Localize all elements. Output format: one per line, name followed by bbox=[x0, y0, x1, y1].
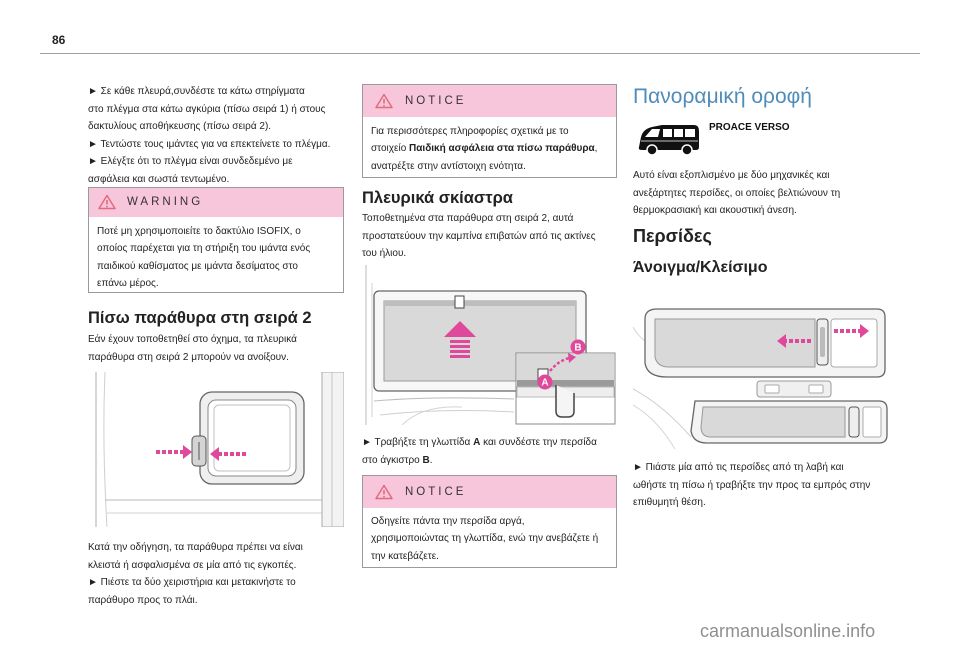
text-line: Ποτέ μη χρησιμοποιείτε το δακτύλιο ISOFI… bbox=[97, 226, 301, 237]
section-title-blinds: Περσίδες bbox=[633, 226, 712, 246]
arrow-right-icon bbox=[834, 324, 869, 338]
text-segment: . bbox=[429, 454, 433, 466]
model-name: PROACE VERSO bbox=[709, 122, 790, 133]
warning-label: WARNING bbox=[127, 196, 204, 208]
warning-text: Ποτέ μη χρησιμοποιείτε το δακτύλιο ISOFI… bbox=[97, 223, 310, 293]
text-line: στοιχείο Παιδική ασφάλεια στα πίσω παράθ… bbox=[371, 140, 597, 157]
text-segment: στοιχείο bbox=[371, 143, 410, 155]
notice-box-top: NOTICE Για περισσότερες πληροφορίες σχετ… bbox=[362, 84, 617, 178]
label-a-marker: A bbox=[537, 374, 553, 390]
text-line: ► Πιάστε μία από τις περσίδες από τη λαβ… bbox=[633, 462, 844, 473]
panoramic-roof-intro: Αυτό είναι εξοπλισμένο με δύο μηχανικές … bbox=[633, 167, 840, 220]
side-shades-intro: Τοποθετημένα στα παράθυρα στη σειρά 2, α… bbox=[362, 210, 596, 263]
notice-box-header: NOTICE bbox=[363, 85, 616, 117]
text-line: την κατεβάζετε. bbox=[371, 550, 439, 562]
notice-label: NOTICE bbox=[405, 486, 467, 498]
roof-blinds-instructions: ► Πιάστε μία από τις περσίδες από τη λαβ… bbox=[633, 459, 870, 512]
label-a: A bbox=[541, 378, 548, 389]
warning-triangle-icon bbox=[98, 194, 116, 215]
text-segment: , bbox=[594, 143, 598, 155]
label-b-marker: B bbox=[570, 339, 586, 355]
ceiling-console bbox=[756, 380, 832, 398]
text-line: παράθυρα στη σειρά 2 μπορούν να ανοίξουν… bbox=[88, 351, 289, 363]
vehicle-interior-lines bbox=[365, 265, 515, 426]
text-line: ► Σε κάθε πλευρά,συνδέστε τα κάτω στηρίγ… bbox=[88, 86, 305, 97]
section-title-rear-windows: Πίσω παράθυρα στη σειρά 2 bbox=[88, 309, 312, 327]
text-line: επάνω μέρος. bbox=[97, 278, 159, 290]
vehicle-body-lines bbox=[95, 371, 345, 528]
notice-box-bottom: NOTICE Οδηγείτε πάντα την περσίδα αργά, χ… bbox=[362, 475, 617, 568]
arrow-up-icon bbox=[444, 321, 476, 358]
watermark: carmanualsonline.info bbox=[700, 621, 876, 641]
front-roof-window bbox=[644, 308, 886, 378]
text-line: παιδικού καθίσματος με ιμάντα δεσίματος … bbox=[97, 260, 298, 272]
warning-box: WARNING Ποτέ μη χρησιμοποιείτε το δακτύλ… bbox=[88, 187, 344, 293]
text-line: ► Πιέστε τα δύο χειριστήρια και μετακινή… bbox=[88, 577, 296, 588]
text-line: προστατεύουν την καμπίνα επιβατών από τι… bbox=[362, 230, 596, 242]
warning-box-header: WARNING bbox=[89, 188, 343, 217]
text-line: ανεξάρτητες περσίδες, οι οποίες βελτιώνο… bbox=[633, 187, 841, 199]
bold-term: Παιδική ασφάλεια στα πίσω παράθυρα bbox=[409, 143, 595, 155]
rear-windows-intro: Εάν έχουν τοποθετηθεί στο όχημα, τα πλευ… bbox=[88, 331, 297, 366]
text-line: του ήλιου. bbox=[362, 248, 407, 259]
text-segment: στο άγκιστρο bbox=[362, 454, 423, 466]
text-line: Κατά την οδήγηση, τα παράθυρα πρέπει να … bbox=[88, 542, 303, 553]
section-title-side-shades: Πλευρικά σκίαστρα bbox=[362, 189, 513, 207]
text-line: ωθήστε τη πίσω ή τραβήξτε την προς τα εμ… bbox=[633, 479, 871, 491]
rear-roof-window bbox=[690, 400, 888, 444]
warning-triangle-icon bbox=[375, 484, 393, 505]
text-line: Οδηγείτε πάντα την περσίδα αργά, bbox=[371, 516, 525, 527]
rear-window-illustration bbox=[88, 371, 345, 528]
text-line: ανατρέξτε στην αντίστοιχη ενότητα. bbox=[371, 160, 526, 172]
side-shade-illustration: A B bbox=[362, 265, 616, 426]
text-segment: ► Τραβήξτε τη γλωττίδα bbox=[362, 437, 474, 448]
page-number: 86 bbox=[52, 33, 66, 47]
text-segment: και συνδέστε την περσίδα bbox=[480, 437, 597, 448]
side-shades-instructions: ► Τραβήξτε τη γλωττίδα A και συνδέστε τη… bbox=[362, 434, 597, 469]
chapter-title-panoramic-roof: Πανοραμική οροφή bbox=[633, 85, 812, 108]
text-line: στο άγκιστρο B. bbox=[362, 452, 597, 470]
rear-windows-instructions: Κατά την οδήγηση, τα παράθυρα πρέπει να … bbox=[88, 539, 303, 609]
rear-blind-handle bbox=[848, 406, 860, 438]
warning-triangle-icon bbox=[375, 93, 393, 114]
text-line: οποίος παρέχεται για τη στήριξη του ιμάν… bbox=[97, 243, 311, 255]
text-line: θερμοκρασιακή και ακουστική άνεση. bbox=[633, 205, 797, 216]
arrow-right-icon bbox=[156, 445, 192, 459]
window-frame bbox=[199, 391, 305, 485]
text-line: Αυτό είναι εξοπλισμένο με δύο μηχανικές … bbox=[633, 170, 830, 181]
text-line: Εάν έχουν τοποθετηθεί στο όχημα, τα πλευ… bbox=[88, 334, 297, 345]
bold-term: A bbox=[473, 437, 481, 448]
text-line: δακτυλίους αποθήκευσης (πίσω σειρά 2). bbox=[88, 121, 272, 132]
text-line: παράθυρο προς το πλάι. bbox=[88, 594, 198, 606]
text-line: ► Ελέγξτε ότι το πλέγμα είναι συνδεδεμέν… bbox=[88, 156, 293, 167]
notice-box-header: NOTICE bbox=[363, 476, 616, 508]
text-line: κλειστά ή ασφαλισμένα σε μία από τις εγκ… bbox=[88, 559, 297, 571]
front-blind-handle bbox=[816, 318, 829, 366]
text-line: Τοποθετημένα στα παράθυρα στη σειρά 2, α… bbox=[362, 213, 574, 224]
text-line: ► Τεντώστε τους ιμάντες για να επεκτείνε… bbox=[88, 138, 331, 150]
roof-blinds-illustration bbox=[632, 297, 889, 450]
arrow-left-icon bbox=[777, 334, 811, 348]
subsection-title-open-close: Άνοιγμα/Κλείσιμο bbox=[633, 259, 768, 276]
text-line: επιθυμητή θέση. bbox=[633, 497, 706, 508]
bold-term: B bbox=[422, 454, 430, 466]
rear-net-instructions: ► Σε κάθε πλευρά,συνδέστε τα κάτω στηρίγ… bbox=[88, 83, 330, 188]
header-rule bbox=[40, 53, 920, 54]
detail-inset bbox=[515, 352, 616, 425]
arrow-left-icon bbox=[210, 447, 246, 461]
text-line: χρησιμοποιώντας τη γλωττίδα, ενώ την ανε… bbox=[371, 533, 599, 545]
ceiling-lines bbox=[632, 326, 692, 450]
notice-text: Οδηγείτε πάντα την περσίδα αργά, χρησιμοπ… bbox=[371, 513, 598, 565]
text-line: στο πλέγμα στα κάτω αγκύρια (πίσω σειρά … bbox=[88, 103, 326, 115]
text-line: ► Τραβήξτε τη γλωττίδα A και συνδέστε τη… bbox=[362, 434, 597, 452]
van-icon bbox=[636, 120, 702, 156]
window-latch bbox=[191, 435, 207, 467]
text-line: Για περισσότερες πληροφορίες σχετικά με … bbox=[371, 126, 569, 137]
notice-text: Για περισσότερες πληροφορίες σχετικά με … bbox=[371, 123, 597, 175]
notice-label: NOTICE bbox=[405, 95, 467, 107]
label-b: B bbox=[574, 343, 581, 354]
text-line: ασφάλεια και σωστά τεντωμένο. bbox=[88, 173, 230, 185]
